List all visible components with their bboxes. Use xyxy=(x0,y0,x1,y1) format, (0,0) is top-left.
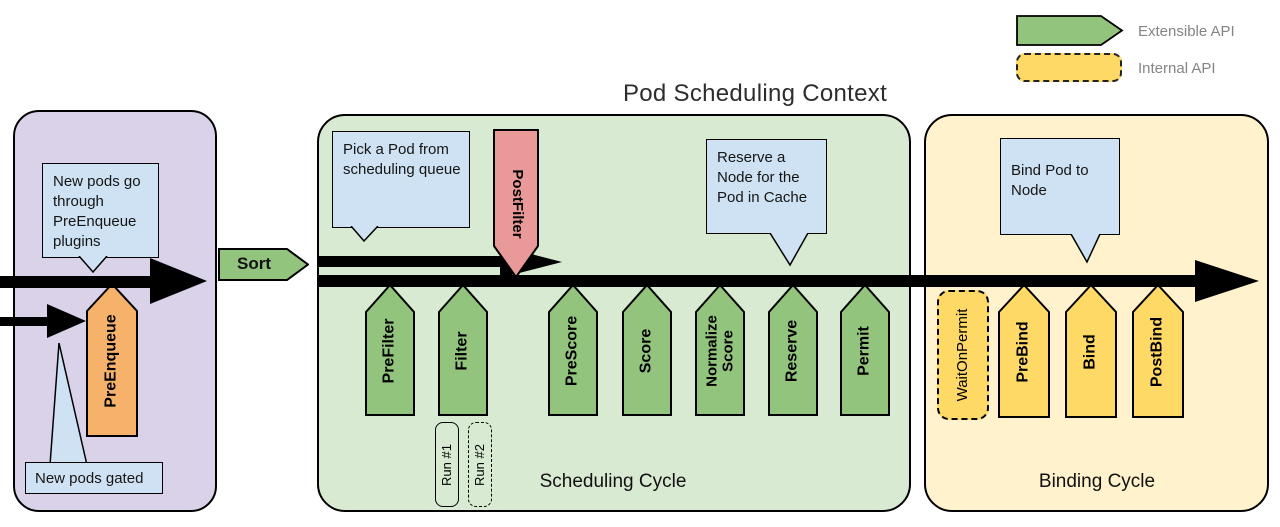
callout-pick-pod: Pick a Pod from scheduling queue xyxy=(332,131,470,228)
callout-pick-pod-pointer xyxy=(350,226,379,243)
timeline-arrow-head xyxy=(1195,260,1259,302)
prescore-arrow: PreScore xyxy=(548,284,598,417)
filter-label: Filter xyxy=(453,330,471,371)
run2-label: Run #2 xyxy=(472,443,488,486)
postfilter-label: PostFilter xyxy=(508,169,526,239)
run2-chip: Run #2 xyxy=(468,422,492,507)
callout-bind-pod: Bind Pod to Node xyxy=(1000,138,1120,235)
prefilter-label: PreFilter xyxy=(380,318,398,383)
postbind-label: PostBind xyxy=(1148,316,1166,387)
legend-internal-label: Internal API xyxy=(1138,60,1216,77)
callout-new-pods-text: New pods go through PreEnqueue plugins xyxy=(53,173,141,250)
callout-new-pods-pointer xyxy=(78,256,108,274)
permit-arrow: Permit xyxy=(840,284,890,417)
prebind-arrow: PreBind xyxy=(998,284,1050,419)
internal-api-legend-shape xyxy=(1016,53,1122,82)
legend-extensible-label: Extensible API xyxy=(1138,23,1235,40)
postbind-arrow: PostBind xyxy=(1132,284,1184,419)
callout-bind-pod-text: Bind Pod to Node xyxy=(1011,162,1089,199)
gated-arrow-head xyxy=(47,304,86,338)
sort-label: Sort xyxy=(237,254,271,273)
callout-reserve-node: Reserve a Node for the Pod in Cache xyxy=(706,139,827,234)
waitonpermit-label: WaitOnPermit xyxy=(954,308,972,402)
timeline-bar xyxy=(318,275,1195,287)
reserve-arrow: Reserve xyxy=(768,284,818,417)
waitonpermit-chip: WaitOnPermit xyxy=(937,290,989,420)
callout-pods-gated-text: New pods gated xyxy=(35,470,144,487)
filter-arrow: Filter xyxy=(438,284,488,417)
callout-reserve-node-text: Reserve a Node for the Pod in Cache xyxy=(717,149,808,206)
gated-arrow-bar xyxy=(0,317,48,326)
prefilter-arrow: PreFilter xyxy=(365,284,415,417)
prebind-label: PreBind xyxy=(1014,320,1032,383)
normalize-score-label: Normalize Score xyxy=(703,314,736,387)
pick-pod-arrow-bar xyxy=(318,256,501,267)
postfilter-arrow: PostFilter xyxy=(493,129,540,279)
callout-pick-pod-text: Pick a Pod from scheduling queue xyxy=(343,141,461,178)
incoming-arrow-head xyxy=(150,258,207,304)
incoming-arrow-bar xyxy=(0,276,152,288)
callout-pods-gated-pointer xyxy=(49,342,88,466)
reserve-label: Reserve xyxy=(783,319,801,382)
callout-new-pods: New pods go through PreEnqueue plugins xyxy=(42,163,159,258)
normalize-score-arrow: Normalize Score xyxy=(695,284,745,417)
preenqueue-arrow: PreEnqueue xyxy=(86,283,138,438)
run1-chip: Run #1 xyxy=(435,422,459,507)
run1-label: Run #1 xyxy=(439,443,455,486)
extensible-api-legend-shape xyxy=(1016,15,1124,46)
prescore-label: PreScore xyxy=(563,315,581,386)
binding-cycle-label: Binding Cycle xyxy=(1038,471,1156,492)
score-label: Score xyxy=(637,328,655,373)
bind-arrow: Bind xyxy=(1065,284,1117,419)
callout-bind-pod-pointer xyxy=(1070,234,1101,264)
preenqueue-label: PreEnqueue xyxy=(102,313,120,408)
callout-reserve-node-pointer xyxy=(769,233,809,267)
scheduling-cycle-label: Scheduling Cycle xyxy=(539,471,687,492)
sort-arrow xyxy=(218,248,309,281)
permit-label: Permit xyxy=(855,325,873,376)
callout-pods-gated: New pods gated xyxy=(25,462,163,494)
bind-label: Bind xyxy=(1081,333,1099,370)
page-title: Pod Scheduling Context xyxy=(622,80,888,107)
score-arrow: Score xyxy=(622,284,672,417)
